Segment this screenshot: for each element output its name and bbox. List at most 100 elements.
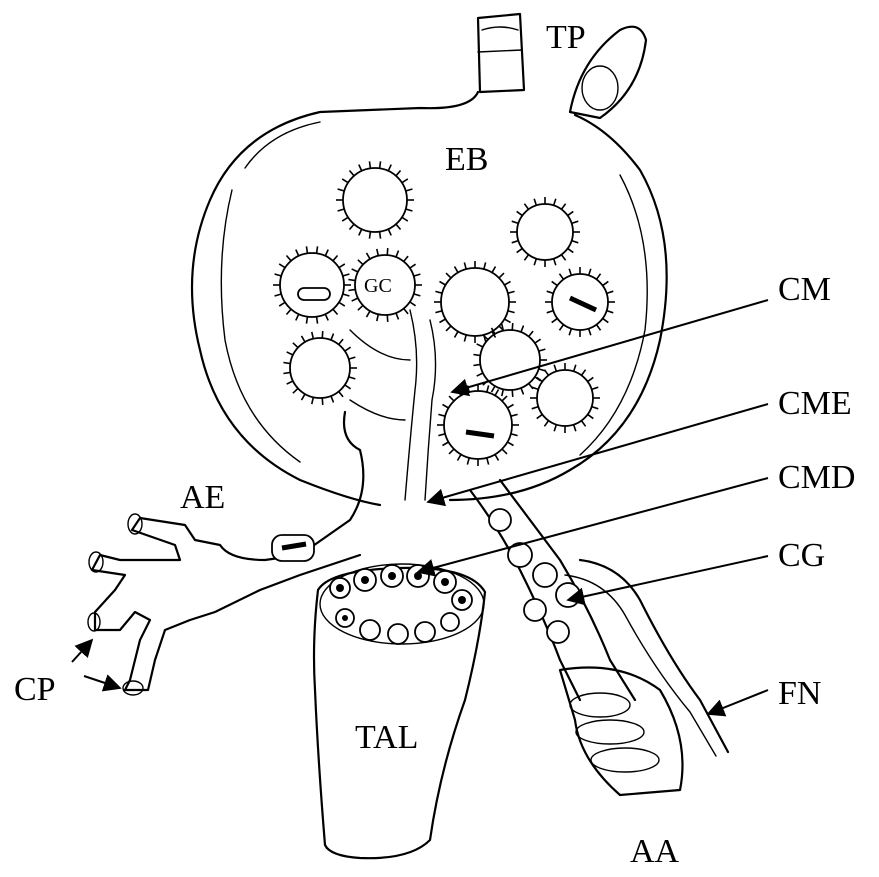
foot-process — [442, 442, 448, 446]
foot-process — [439, 282, 445, 286]
foot-process — [561, 255, 565, 261]
foot-process — [511, 434, 518, 436]
foot-process — [396, 224, 401, 229]
foot-process — [492, 386, 496, 392]
foot-process — [512, 323, 513, 330]
foot-process — [552, 281, 558, 285]
foot-process — [343, 294, 350, 296]
foot-process — [534, 199, 536, 206]
foot-process — [380, 232, 381, 239]
foot-process — [596, 325, 600, 331]
podocyte-loop-10 — [444, 391, 512, 459]
foot-process — [467, 458, 469, 465]
foot-process — [537, 414, 543, 418]
label-gc: GC — [364, 275, 392, 297]
foot-process — [554, 199, 556, 206]
foot-process — [331, 334, 334, 341]
foot-process — [306, 317, 307, 324]
foot-process — [317, 317, 318, 324]
foot-process — [287, 381, 293, 384]
foot-process — [554, 425, 556, 432]
foot-process — [561, 204, 565, 210]
foot-process — [574, 365, 576, 372]
foot-process — [279, 302, 285, 306]
foot-process — [325, 250, 328, 256]
foot-process — [293, 343, 298, 348]
foot-process — [367, 311, 371, 317]
label-cp: CP — [14, 671, 56, 708]
foot-process — [396, 171, 401, 176]
foot-process — [592, 387, 599, 389]
cg-pointer — [568, 556, 768, 600]
foot-process — [502, 389, 504, 396]
foot-process — [524, 255, 528, 261]
foot-process — [532, 407, 539, 409]
foot-process — [322, 398, 323, 405]
foot-process — [568, 211, 574, 215]
foot-process — [388, 165, 391, 171]
foot-process — [345, 347, 351, 351]
foot-process — [477, 344, 483, 347]
foot-process — [539, 349, 546, 351]
foot-process — [435, 291, 442, 293]
foot-process — [275, 274, 282, 276]
foot-process — [484, 262, 486, 269]
efferent-arteriole — [88, 412, 363, 695]
foot-process — [603, 318, 609, 322]
foot-process — [286, 309, 291, 314]
foot-process — [349, 224, 354, 229]
foot-process — [508, 311, 515, 313]
foot-process — [410, 264, 416, 268]
foot-process — [568, 248, 574, 252]
foot-process — [380, 161, 381, 168]
label-tp: TP — [546, 19, 586, 56]
foot-process — [581, 421, 585, 427]
fn-pointer — [708, 690, 768, 714]
foot-process — [544, 370, 548, 376]
foot-process — [458, 454, 462, 460]
capillary-tuft — [273, 161, 615, 500]
foot-process — [414, 294, 421, 296]
foot-process — [581, 370, 585, 376]
foot-process — [339, 264, 345, 268]
foot-process — [512, 241, 519, 243]
foot-process — [547, 311, 554, 313]
podocyte-loop-2 — [517, 204, 573, 260]
foot-process — [306, 246, 307, 253]
foot-process — [404, 308, 408, 313]
foot-process — [464, 335, 466, 342]
foot-process — [544, 421, 548, 427]
granular-cells — [489, 509, 580, 643]
foot-process — [574, 425, 576, 432]
foot-process — [377, 249, 379, 256]
foot-process — [387, 248, 388, 255]
foot-process — [477, 373, 483, 376]
cp-pointer-2 — [84, 676, 120, 688]
podocyte-loop-3 — [280, 253, 344, 317]
foot-process — [554, 365, 556, 372]
foot-process — [349, 171, 354, 176]
foot-process — [438, 434, 445, 436]
foot-process — [348, 279, 355, 280]
foot-process — [352, 298, 358, 301]
podocyte-loop-6 — [552, 274, 608, 330]
foot-process — [603, 281, 609, 285]
foot-process — [547, 291, 554, 293]
foot-process — [367, 253, 371, 259]
foot-process — [502, 449, 507, 454]
foot-process — [369, 232, 370, 239]
label-fn: FN — [778, 675, 821, 712]
foot-process — [559, 325, 563, 331]
foot-process — [607, 291, 614, 293]
foot-process — [410, 302, 416, 306]
foot-process — [512, 221, 519, 223]
foot-process — [359, 229, 362, 235]
foot-process — [511, 414, 518, 416]
foot-process — [359, 165, 362, 171]
foot-process — [446, 273, 451, 278]
foot-process — [554, 259, 556, 266]
foot-process — [435, 311, 442, 313]
foot-process — [529, 331, 533, 336]
foot-process — [596, 274, 600, 280]
foot-process — [302, 394, 306, 400]
